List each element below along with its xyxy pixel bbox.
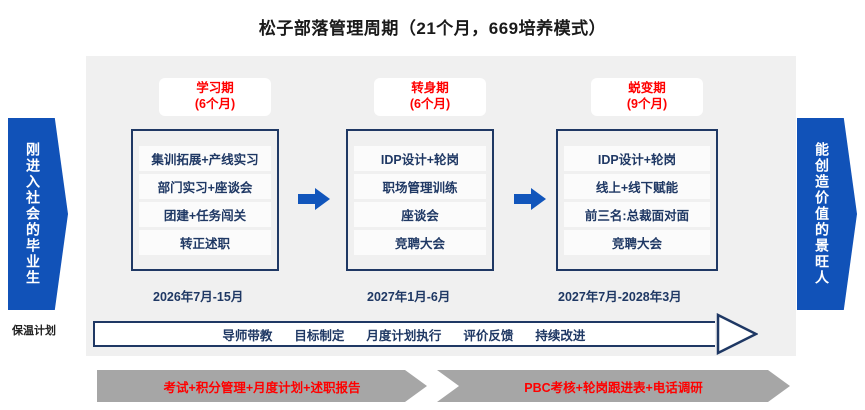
phase-box-3: IDP设计+轮岗 线上+线下赋能 前三名:总裁面对面 竞聘大会	[556, 129, 718, 271]
phase-2-name: 转身期	[411, 81, 449, 96]
process-item: 导师带教	[222, 328, 273, 343]
process-item: 持续改进	[535, 328, 586, 343]
left-banner-label: 刚进入社会的毕业生	[25, 142, 41, 286]
right-banner-label: 能创造价值的景旺人	[814, 142, 830, 286]
left-banner-arrow: 刚进入社会的毕业生	[8, 118, 68, 310]
right-banner-arrow: 能创造价值的景旺人	[797, 118, 857, 310]
left-banner-caption: 保温计划	[12, 325, 56, 337]
phase-1-name: 学习期	[196, 81, 234, 96]
arrow-shaft	[298, 194, 318, 204]
left-banner-shape	[8, 118, 68, 310]
bottom-bar-1: 考试+积分管理+月度计划+述职报告	[97, 370, 427, 402]
list-item: 职场管理训练	[354, 173, 486, 199]
phase-3-date: 2027年7月-2028年3月	[558, 290, 682, 304]
list-item: IDP设计+轮岗	[354, 145, 486, 171]
list-item: 团建+任务闯关	[139, 201, 271, 227]
arrow-right-icon	[514, 188, 546, 210]
phase-box-1: 集训拓展+产线实习 部门实习+座谈会 团建+任务闯关 转正述职	[131, 129, 279, 271]
phase-box-2: IDP设计+轮岗 职场管理训练 座谈会 竞聘大会	[346, 129, 494, 271]
phase-1-duration: (6个月)	[194, 97, 236, 111]
phase-3-duration: (9个月)	[626, 97, 668, 111]
list-item: 前三名:总裁面对面	[564, 201, 710, 227]
right-banner-shape	[797, 118, 857, 310]
list-item: 座谈会	[354, 201, 486, 227]
page-title: 松子部落管理周期（21个月，669培养模式）	[258, 19, 607, 38]
process-item: 月度计划执行	[366, 328, 442, 343]
phase-3-name: 蜕变期	[628, 81, 666, 96]
phase-header-3: 蜕变期 (9个月)	[591, 78, 703, 116]
list-item: 部门实习+座谈会	[139, 173, 271, 199]
list-item: 线上+线下赋能	[564, 173, 710, 199]
phase-1-date: 2026年7月-15月	[153, 290, 244, 304]
phase-header-1: 学习期 (6个月)	[159, 78, 271, 116]
process-item: 目标制定	[294, 328, 345, 343]
process-arrow-body	[93, 321, 715, 347]
phase-2-duration: (6个月)	[409, 97, 451, 111]
bottom-bar-2: PBC考核+轮岗跟进表+电话调研	[437, 370, 790, 402]
list-item: 竞聘大会	[354, 229, 486, 255]
list-item: 集训拓展+产线实习	[139, 145, 271, 171]
list-item: 转正述职	[139, 229, 271, 255]
arrow-shaft	[514, 194, 534, 204]
process-arrow-head-icon	[716, 313, 758, 355]
process-arrow-bar: 导师带教 目标制定 月度计划执行 评价反馈 持续改进	[93, 313, 758, 355]
list-item: IDP设计+轮岗	[564, 145, 710, 171]
phase-header-2: 转身期 (6个月)	[374, 78, 486, 116]
arrow-head	[531, 188, 546, 210]
process-arrow-items: 导师带教 目标制定 月度计划执行 评价反馈 持续改进	[93, 321, 715, 347]
arrow-head	[315, 188, 330, 210]
phase-2-date: 2027年1月-6月	[367, 290, 451, 304]
list-item: 竞聘大会	[564, 229, 710, 255]
process-item: 评价反馈	[463, 328, 514, 343]
arrow-right-icon	[298, 188, 330, 210]
